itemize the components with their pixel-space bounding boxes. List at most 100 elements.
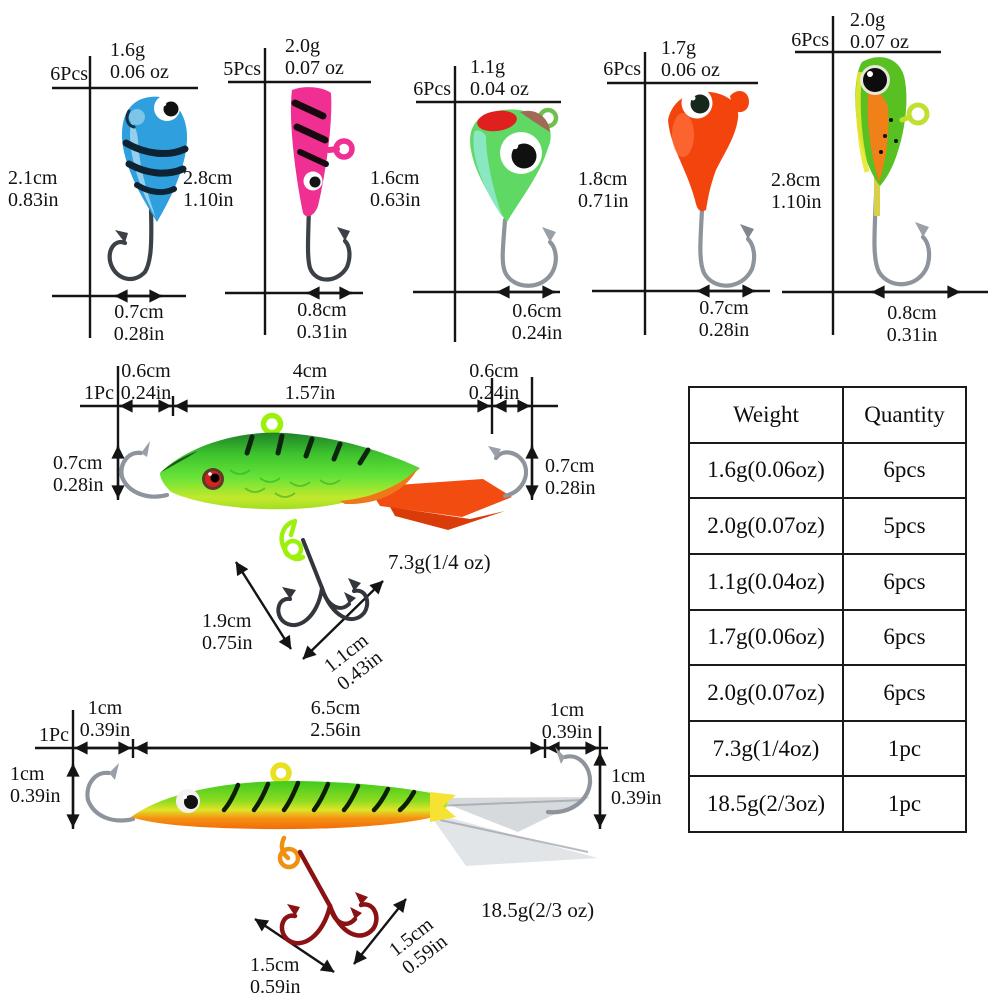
col-header-quantity: Quantity	[842, 386, 967, 444]
bottom-hook-length-label: 1.5cm 0.59in	[250, 954, 301, 998]
weight-cell: 18.5g(2/3oz)	[688, 775, 844, 833]
jig5-image	[855, 57, 932, 287]
width-in: 0.24in	[511, 322, 563, 344]
table-row: 1.7g(0.06oz) 6pcs	[688, 608, 967, 667]
height-cm: 1.8cm	[578, 168, 628, 190]
jig2-weight-label: 2.0g 0.07 oz	[285, 35, 344, 79]
weight-cell: 1.6g(0.06oz)	[688, 441, 844, 500]
width-cm: 4cm	[292, 360, 328, 382]
bottom-body-width-label: 6.5cm 2.56in	[298, 697, 373, 741]
bottom-lure-pieces-label: 1Pc	[39, 724, 69, 746]
height-cm: 1cm	[10, 763, 45, 785]
width-cm: 0.6cm	[121, 360, 171, 382]
quantity-cell: 6pcs	[842, 552, 967, 611]
jig5-dimensions	[782, 16, 988, 335]
weight-grams: 1.6g	[110, 39, 145, 61]
middle-right-height-label: 0.7cm 0.28in	[545, 455, 596, 499]
weight-cell: 7.3g(1/4oz)	[688, 719, 844, 778]
middle-lure-dimensions	[80, 366, 558, 660]
weight-ounces: 0.06 oz	[110, 61, 169, 83]
jig3-width-label: 0.6cm 0.24in	[502, 300, 572, 344]
width-in: 0.39in	[79, 719, 131, 741]
width-in: 0.24in	[120, 382, 172, 404]
bottom-right-height-label: 1cm 0.39in	[611, 765, 662, 809]
table-row: 2.0g(0.07oz) 5pcs	[688, 497, 967, 555]
jig2-right-height-label: 1.6cm 0.63in	[370, 167, 421, 211]
jig2-width-label: 0.8cm 0.31in	[287, 299, 357, 343]
table-row: 7.3g(1/4oz) 1pc	[688, 719, 967, 778]
middle-front-width-label: 0.6cm 0.24in	[111, 360, 181, 404]
bottom-left-height-label: 1cm 0.39in	[10, 763, 61, 807]
length-in: 0.59in	[250, 976, 301, 998]
jig1-image	[107, 95, 189, 282]
middle-left-height-label: 0.7cm 0.28in	[53, 452, 104, 496]
jig4-pcs-label: 6Pcs	[603, 58, 641, 80]
width-in: 0.39in	[541, 721, 593, 743]
jig4-dimensions	[592, 52, 770, 335]
height-in: 0.39in	[611, 787, 662, 809]
jig3-weight-label: 1.1g 0.04 oz	[470, 56, 529, 100]
jig2-pcs-label: 5Pcs	[223, 58, 261, 80]
width-in: 2.56in	[310, 719, 361, 741]
quantity-cell: 5pcs	[842, 497, 967, 555]
jig2-dimensions	[225, 48, 371, 335]
quantity-cell: 6pcs	[842, 441, 967, 500]
height-cm: 2.8cm	[771, 169, 821, 191]
jig5-weight-label: 2.0g 0.07 oz	[850, 9, 909, 53]
weight-ounces: 0.07 oz	[850, 31, 909, 53]
jig4-image	[668, 87, 757, 288]
weight-ounces: 0.04 oz	[470, 78, 529, 100]
jig4-right-height-label: 2.8cm 1.10in	[771, 169, 822, 213]
width-in: 0.31in	[886, 324, 938, 346]
quantity-cell: 6pcs	[842, 664, 967, 722]
length-cm: 1.5cm	[250, 954, 300, 976]
jig1-right-height-label: 2.8cm 1.10in	[183, 167, 234, 211]
table-row: 1.1g(0.04oz) 6pcs	[688, 552, 967, 611]
length-in: 0.75in	[202, 632, 253, 654]
width-in: 0.28in	[698, 319, 750, 341]
table-row: 2.0g(0.07oz) 6pcs	[688, 664, 967, 722]
weight-cell: 2.0g(0.07oz)	[688, 497, 844, 555]
table-header-row: Weight Quantity	[688, 386, 967, 444]
width-cm: 0.8cm	[297, 299, 347, 321]
length-cm: 1.9cm	[202, 610, 252, 632]
weight-grams: 1.7g	[661, 37, 696, 59]
weight-grams: 2.0g	[850, 9, 885, 31]
weight-grams: 1.1g	[470, 56, 505, 78]
height-cm: 2.1cm	[8, 167, 58, 189]
width-cm: 1cm	[87, 697, 123, 719]
height-in: 0.83in	[8, 189, 59, 211]
jig1-pcs-label: 6Pcs	[50, 63, 88, 85]
jig1-dimensions	[52, 56, 198, 338]
width-in: 0.31in	[296, 321, 348, 343]
jig3-image	[470, 107, 559, 288]
width-cm: 0.8cm	[887, 302, 937, 324]
middle-hook-length-label: 1.9cm 0.75in	[202, 610, 253, 654]
width-cm: 0.6cm	[512, 300, 562, 322]
jig1-width-label: 0.7cm 0.28in	[104, 301, 174, 345]
jig4-width-label: 0.7cm 0.28in	[689, 297, 759, 341]
col-header-weight: Weight	[688, 386, 844, 444]
jig2-image	[290, 87, 355, 282]
table-row: 18.5g(2/3oz) 1pc	[688, 775, 967, 833]
bottom-lure-weight-label: 18.5g(2/3 oz)	[481, 898, 595, 922]
width-cm: 6.5cm	[310, 697, 361, 719]
height-in: 0.28in	[53, 474, 104, 496]
height-in: 0.28in	[545, 477, 596, 499]
bottom-lure-image	[85, 747, 598, 946]
weight-grams: 2.0g	[285, 35, 320, 57]
jig1-left-height-label: 2.1cm 0.83in	[8, 167, 59, 211]
jig4-weight-label: 1.7g 0.06 oz	[661, 37, 720, 81]
bottom-rear-width-label: 1cm 0.39in	[530, 699, 604, 743]
height-cm: 0.7cm	[53, 452, 103, 474]
height-cm: 0.7cm	[545, 455, 595, 477]
jig3-right-height-label: 1.8cm 0.71in	[578, 168, 629, 212]
height-cm: 1.6cm	[370, 167, 420, 189]
height-in: 0.39in	[10, 785, 61, 807]
weight-cell: 1.7g(0.06oz)	[688, 608, 844, 667]
width-cm: 0.7cm	[699, 297, 749, 319]
weight-ounces: 0.06 oz	[661, 59, 720, 81]
weight-ounces: 0.07 oz	[285, 57, 344, 79]
